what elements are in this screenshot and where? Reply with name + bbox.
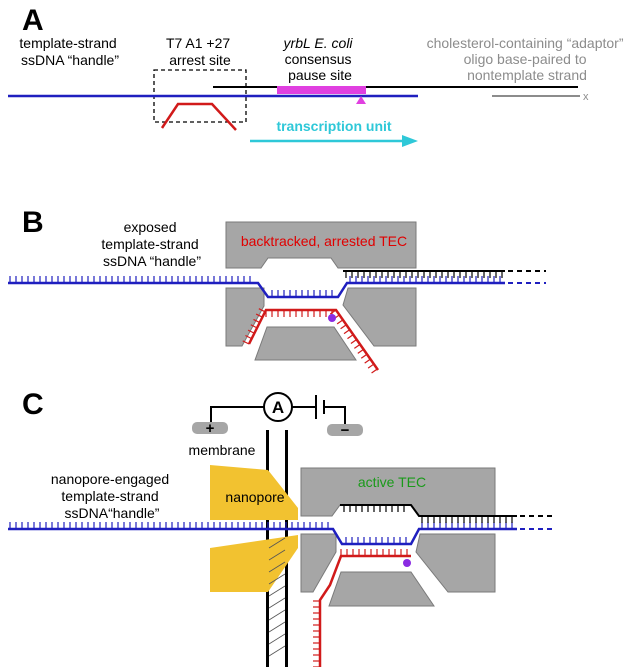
negative-sign: −	[341, 422, 350, 439]
active-site-b	[328, 314, 336, 322]
polymerase-bottom-center-b	[254, 326, 357, 361]
pause-site-marker	[356, 96, 366, 104]
rna-ticks-c	[313, 549, 408, 667]
pause-site-bar	[277, 86, 366, 94]
base-tick	[253, 318, 261, 324]
transcription-arrow-head	[402, 135, 418, 147]
base-tick	[347, 334, 354, 340]
tec-label-c: active TEC	[358, 474, 426, 490]
base-tick	[250, 324, 258, 329]
polymerase-bottom-left-c	[300, 533, 337, 593]
base-tick	[247, 329, 255, 334]
arrest-site-label: T7 A1 +27 arrest site	[166, 35, 234, 68]
handle-label-a: template-strand ssDNA “handle”	[19, 35, 120, 68]
base-tick	[367, 363, 375, 369]
polymerase-top-b	[225, 221, 417, 269]
nontemplate-ticks-c	[343, 505, 513, 523]
nontemplate-strand-c	[340, 504, 517, 517]
panel-label-c: C	[22, 388, 44, 421]
ammeter-label: A	[272, 398, 284, 417]
positive-electrode	[192, 422, 228, 434]
base-tick	[336, 319, 344, 325]
base-tick	[340, 324, 347, 330]
panel-label-a: A	[22, 4, 44, 37]
adaptor-label: cholesterol-containing “adaptor” oligo b…	[427, 35, 628, 83]
template-strand-b	[8, 281, 505, 299]
rna-c	[318, 554, 411, 667]
rna-a	[160, 102, 237, 131]
rna-ticks-b	[242, 308, 378, 374]
base-tick	[343, 329, 351, 335]
base-tick	[371, 368, 378, 374]
nanopore-label: nanopore	[225, 489, 284, 505]
active-site-c	[403, 559, 411, 567]
base-tick	[255, 313, 263, 318]
base-tick	[364, 358, 371, 364]
adaptor-end-mark: x	[583, 91, 589, 103]
nontemplate-ticks-b	[345, 271, 503, 278]
pause-site-label: yrbL E. coli consensus pause site	[283, 35, 357, 83]
rna-b	[247, 308, 380, 371]
base-tick	[357, 348, 364, 354]
base-tick	[258, 308, 266, 313]
polymerase-bottom-left-b	[225, 287, 265, 347]
membrane-label: membrane	[189, 442, 256, 458]
base-tick	[329, 309, 337, 315]
nanopore-top-half	[210, 465, 298, 520]
polymerase-bottom-right-c	[415, 533, 496, 593]
tec-label-b: backtracked, arrested TEC	[241, 233, 407, 249]
negative-electrode	[327, 424, 363, 436]
circuit-wire-left	[210, 406, 264, 428]
membrane-hatch	[268, 537, 286, 657]
polymerase-bottom-right-b	[342, 287, 417, 347]
base-tick	[245, 334, 252, 340]
base-tick	[350, 339, 357, 344]
nanopore-bottom-half	[210, 535, 298, 592]
template-ticks-b	[9, 276, 501, 297]
ammeter-icon	[263, 392, 293, 422]
handle-label-b: exposed template-strand ssDNA “handle”	[101, 219, 202, 269]
transcription-unit-label: transcription unit	[276, 118, 391, 134]
base-tick	[360, 353, 368, 359]
base-tick	[354, 343, 361, 349]
positive-sign: +	[206, 420, 215, 437]
circuit-wire-right	[324, 406, 346, 424]
template-ticks-c	[9, 522, 513, 544]
polymerase-bottom-center-c	[328, 571, 435, 607]
panel-label-b: B	[22, 206, 44, 239]
handle-label-c: nanopore-engaged template-strand ssDNA“h…	[51, 471, 173, 521]
base-tick	[242, 340, 250, 345]
